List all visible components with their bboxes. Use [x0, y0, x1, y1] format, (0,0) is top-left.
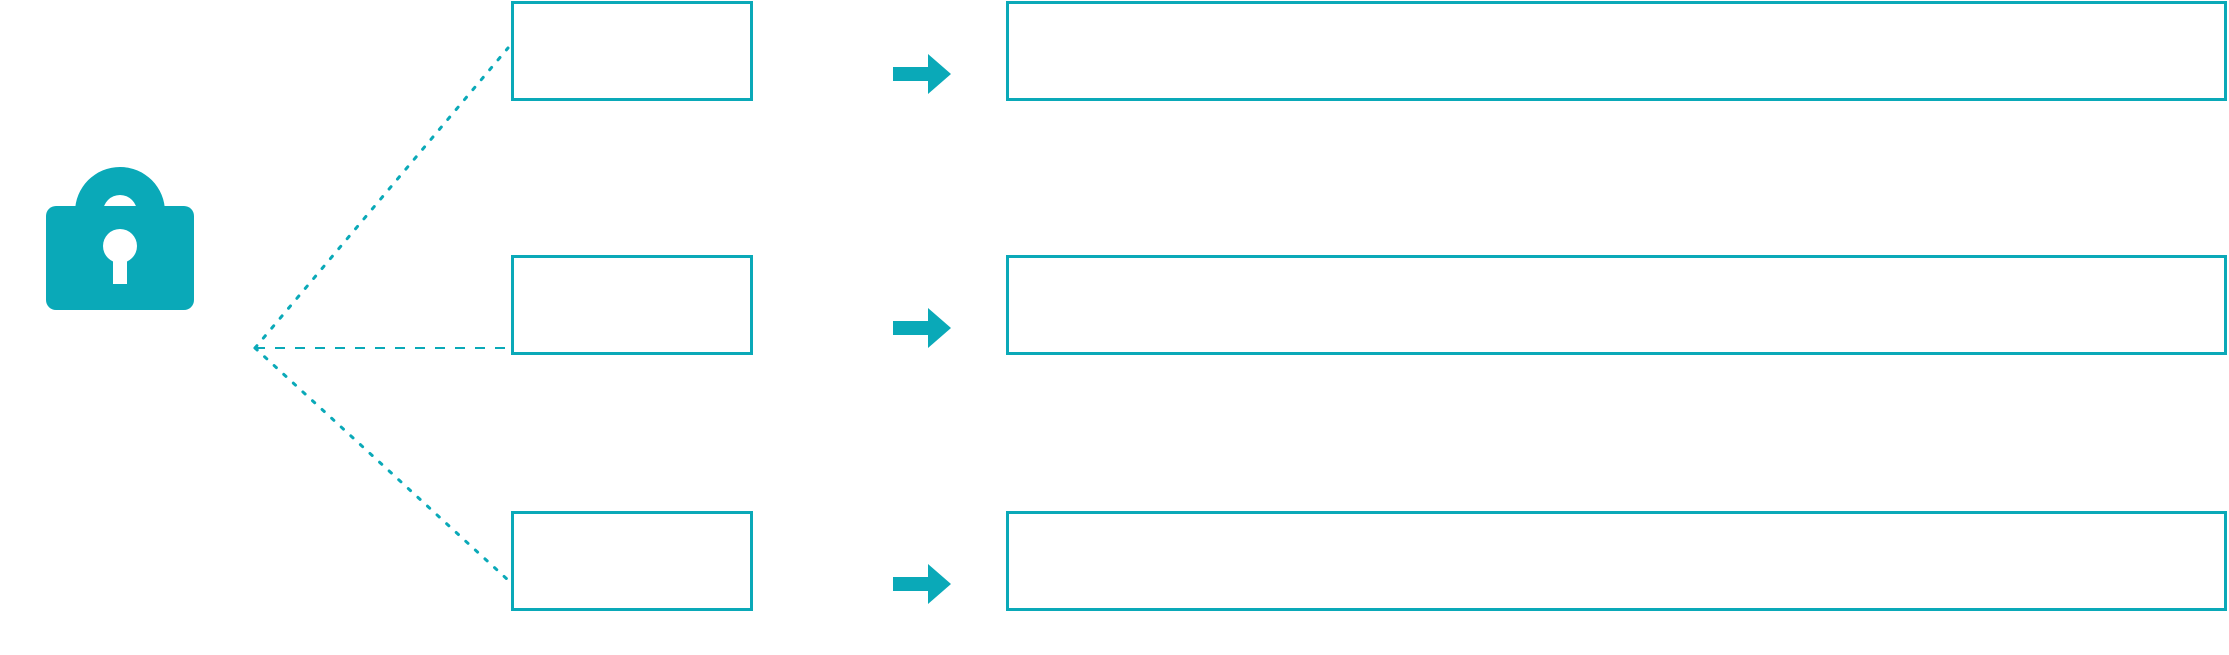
lock-icon — [30, 150, 215, 310]
right-box-row-3-label — [1009, 514, 2224, 608]
middle-box-row-2[interactable] — [511, 255, 753, 355]
lock-icon-graphic — [46, 167, 194, 310]
connector-lock-to-row-3 — [253, 346, 510, 582]
right-box-row-1[interactable] — [1006, 1, 2227, 101]
arrow-right-icon-graphic-row-3 — [893, 564, 951, 604]
middle-box-row-2-label — [514, 258, 750, 352]
arrow-right-icon-row-3 — [893, 564, 951, 604]
arrow-right-icon-row-1 — [893, 54, 951, 94]
right-box-row-3[interactable] — [1006, 511, 2227, 611]
middle-box-row-1[interactable] — [511, 1, 753, 101]
middle-box-row-1-label — [514, 4, 750, 98]
right-box-row-2[interactable] — [1006, 255, 2227, 355]
arrow-right-icon-row-2 — [893, 308, 951, 348]
right-box-row-2-label — [1009, 258, 2224, 352]
right-box-row-1-label — [1009, 4, 2224, 98]
arrow-right-icon-graphic-row-2 — [893, 308, 951, 348]
middle-box-row-3[interactable] — [511, 511, 753, 611]
arrow-right-icon-graphic-row-1 — [893, 54, 951, 94]
middle-box-row-3-label — [514, 514, 750, 608]
connector-lock-to-row-1 — [253, 46, 510, 350]
